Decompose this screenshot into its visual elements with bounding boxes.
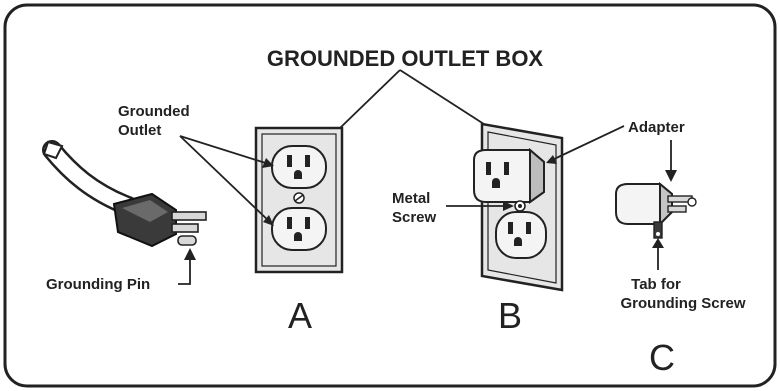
- adapter-c-blade-bottom: [667, 205, 687, 213]
- plug-blade-top: [171, 211, 207, 221]
- grounding-pin: [177, 235, 197, 246]
- tab-label-line1: Tab for: [631, 276, 681, 293]
- diagram-frame: [3, 3, 777, 388]
- diagram-title: GROUNDED OUTLET BOX: [267, 46, 544, 71]
- metal-screw-label-line2: Screw: [392, 209, 437, 226]
- grounded-outlet-leaders: [179, 135, 273, 225]
- panel-label-a: A: [288, 295, 312, 336]
- adapter-leader: [551, 125, 625, 161]
- grounding-pin-leader: [178, 258, 191, 285]
- panel-label-c: C: [649, 337, 675, 378]
- grounding-pin-arrowhead: [184, 248, 196, 260]
- outlet-a-lower-receptacle: [271, 207, 327, 251]
- metal-screw-label-line1: Metal: [392, 190, 430, 207]
- panel-label-b: B: [498, 295, 522, 336]
- tab-label-line2: Grounding Screw: [620, 295, 745, 312]
- outlet-b-lower-receptacle: [495, 211, 547, 259]
- grounding-pin-label: Grounding Pin: [46, 276, 150, 293]
- outlet-a-upper-receptacle: [271, 145, 327, 189]
- plug-blade-bottom: [171, 223, 199, 233]
- grounded-outlet-label-line2: Outlet: [118, 122, 161, 139]
- grounded-outlet-label-line1: Grounded: [118, 103, 190, 120]
- grounded-plug: [42, 140, 207, 248]
- adapter-c: [615, 181, 697, 239]
- adapter-label: Adapter: [628, 119, 685, 136]
- outlet-a: [254, 126, 344, 274]
- outlet-b: [473, 122, 564, 292]
